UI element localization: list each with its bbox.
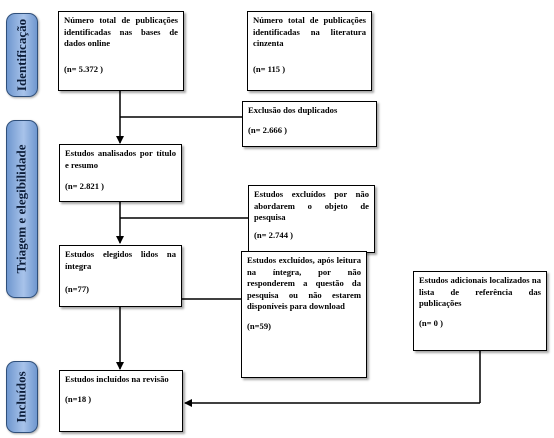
- box-literatura-cinzenta: Número total de publicações identificada…: [247, 11, 372, 91]
- box-adicionais: Estudos adicionais localizados na lista …: [413, 271, 547, 351]
- box-excluidos-objeto-text: Estudos excluídos por não abordarem o ob…: [254, 189, 369, 223]
- box-excluidos-integra: Estudos excluídos, após leitura na ínteg…: [241, 251, 367, 378]
- box-duplicados: Exclusão dos duplicados (n= 2.666 ): [242, 101, 377, 147]
- box-bases-dados: Número total de publicações identificada…: [58, 11, 184, 91]
- box-bases-dados-count: (n= 5.372 ): [64, 63, 104, 74]
- box-incluidos: Estudos incluídos na revisão (n=18 ): [59, 370, 183, 432]
- phase-triagem: Triagem e elegibilidade: [6, 120, 38, 298]
- box-duplicados-text: Exclusão dos duplicados: [248, 105, 338, 115]
- box-analisados-count: (n= 2.821 ): [65, 181, 105, 192]
- box-excluidos-objeto-count: (n= 2.744 ): [254, 229, 294, 240]
- box-adicionais-text: Estudos adicionais localizados na lista …: [419, 275, 541, 309]
- box-elegidos-text: Estudos elegidos lidos na íntegra: [65, 249, 176, 271]
- box-elegidos: Estudos elegidos lidos na íntegra (n=77): [59, 245, 182, 307]
- box-elegidos-count: (n=77): [65, 284, 89, 295]
- box-literatura-cinzenta-count: (n= 115 ): [253, 63, 286, 74]
- box-adicionais-count: (n= 0 ): [419, 317, 443, 328]
- box-incluidos-count: (n=18 ): [65, 393, 92, 404]
- box-literatura-cinzenta-text: Número total de publicações identificada…: [253, 15, 366, 49]
- box-excluidos-objeto: Estudos excluídos por não abordarem o ob…: [248, 185, 375, 253]
- box-excluidos-integra-count: (n=59): [247, 320, 271, 331]
- box-bases-dados-text: Número total de publicações identificada…: [64, 15, 178, 49]
- box-analisados: Estudos analisados por título e resumo (…: [59, 144, 182, 202]
- phase-identificacao: Identificação: [6, 13, 38, 97]
- box-analisados-text: Estudos analisados por título e resumo: [65, 148, 176, 170]
- box-duplicados-count: (n= 2.666 ): [248, 124, 288, 135]
- box-excluidos-integra-text: Estudos excluídos, após leitura na ínteg…: [247, 255, 361, 312]
- box-incluidos-text: Estudos incluídos na revisão: [65, 374, 169, 384]
- phase-incluidos: Incluídos: [6, 361, 38, 433]
